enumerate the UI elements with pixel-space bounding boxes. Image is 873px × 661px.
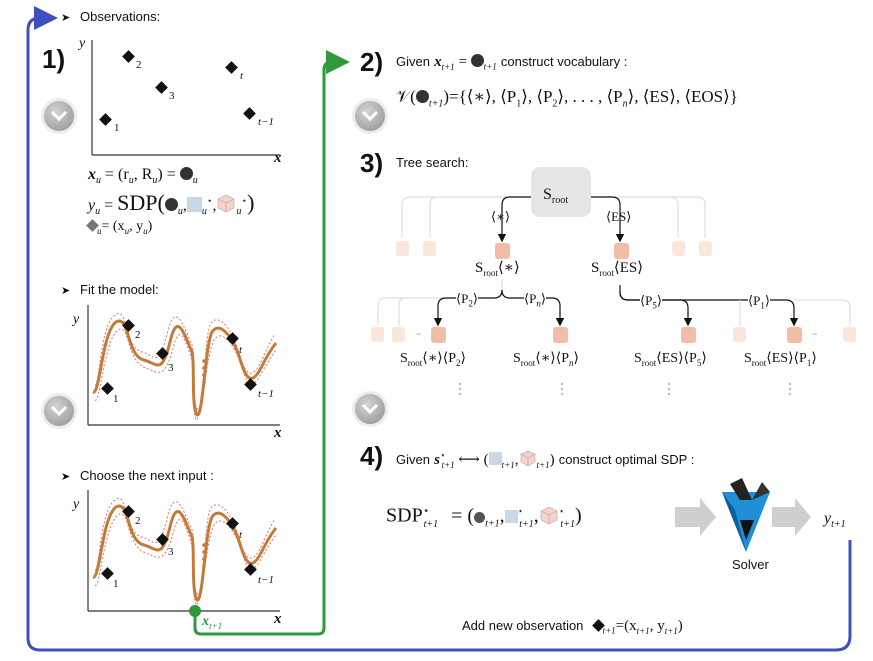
edge-label-p5: ⟨P5⟩ — [640, 293, 662, 311]
cone-cube-icon — [540, 506, 558, 524]
matrix-square-icon — [504, 509, 518, 523]
solver-output: yt+1 — [824, 510, 846, 531]
root-node-label: Sroot — [543, 186, 569, 207]
step-3-label: 3) — [360, 148, 384, 178]
root-node — [531, 167, 591, 217]
leaf-label-es-p5: Sroot⟨ES⟩⟨P5⟩ — [634, 351, 707, 368]
add-observation-statement: Add new observation t+1=(xt+1, yt+1) — [462, 618, 683, 636]
step-4-label: 4) — [360, 441, 384, 471]
chevron-right-icon: ➤ — [61, 284, 71, 297]
observations-label: Observations: — [80, 9, 161, 24]
point-label-3: 3 — [169, 90, 175, 102]
equation-xu: xu = (ru, Ru) = u — [88, 166, 198, 187]
optimal-sdp-equation: SDP⋆t+1 = (t+1,⋆t+1,⋆t+1) — [386, 504, 582, 530]
expand-chevron-button-4[interactable] — [355, 394, 385, 424]
acquisition-plot — [87, 490, 280, 617]
design-point-icon — [470, 54, 484, 67]
next-input-label: xt+1 — [202, 614, 223, 631]
plot1-x-axis-label: x — [274, 150, 282, 166]
choose-point-label-1: 1 — [113, 578, 119, 590]
solver-pipeline — [675, 478, 811, 552]
plot2-x-axis-label: x — [274, 425, 282, 441]
fit-point-label-t: t — [239, 344, 243, 356]
design-point-icon — [179, 167, 193, 180]
fit-point-label-2: 2 — [135, 329, 141, 341]
choose-input-label: Choose the next input : — [80, 468, 214, 483]
step-2-label: 2) — [360, 47, 384, 77]
dash-separator: – — [416, 327, 422, 340]
edge-label-p2: ⟨P2⟩ — [456, 291, 478, 309]
node-star — [495, 243, 510, 259]
choose-point-label-2: 2 — [135, 515, 141, 527]
dash-separator: – — [812, 327, 818, 340]
choose-point-label-t-minus-1: t−1 — [258, 574, 274, 586]
solver-label: Solver — [732, 557, 769, 572]
optimal-sdp-statement: Given s⋆t+1 ⟷ (t+1,t+1) construct optima… — [396, 450, 695, 470]
equation-observation: u= (xu, yu) — [86, 219, 152, 236]
leaf-label-star-pn: Sroot⟨∗⟩⟨Pn⟩ — [513, 351, 579, 368]
edge-label-star: ⟨∗⟩ — [491, 209, 510, 224]
cone-cube-icon — [218, 194, 235, 213]
plot2-y-axis-label: y — [73, 312, 80, 327]
expand-chevron-button-3[interactable] — [355, 101, 385, 131]
point-label-1: 1 — [114, 122, 120, 134]
observation-plot — [91, 40, 280, 156]
expand-chevron-button-2[interactable] — [44, 396, 74, 426]
fit-point-label-3: 3 — [168, 362, 174, 374]
vocabulary-statement: Given xt+1 = t+1 construct vocabulary : — [396, 54, 628, 72]
design-point-icon — [474, 511, 486, 523]
fit-point-label-t-minus-1: t−1 — [258, 388, 274, 400]
design-point-icon — [164, 198, 178, 211]
chevron-right-icon: ➤ — [61, 11, 71, 24]
search-tree — [371, 167, 856, 396]
chevron-right-icon: ➤ — [61, 470, 71, 483]
choose-point-label-3: 3 — [168, 546, 174, 558]
point-label-2: 2 — [136, 59, 142, 71]
leaf-label-es-p1: Sroot⟨ES⟩⟨P1⟩ — [744, 351, 817, 368]
node-label-es: Sroot⟨ES⟩ — [591, 260, 644, 278]
edge-label-p1: ⟨P1⟩ — [748, 293, 770, 311]
expand-chevron-button-1[interactable] — [44, 101, 74, 131]
leaf-label-star-p2: Sroot⟨∗⟩⟨P2⟩ — [400, 351, 466, 368]
choose-point-label-t: t — [239, 529, 243, 541]
next-input-loop-green — [193, 50, 350, 636]
solver-icon — [722, 478, 770, 552]
node-es — [614, 243, 629, 259]
plot3-y-axis-label: y — [73, 497, 80, 512]
plot1-y-axis-label: y — [79, 36, 86, 51]
vocabulary-equation: 𝒱(t+1)={⟨∗⟩, ⟨P1⟩, ⟨P2⟩, . . . , ⟨Pn⟩, ⟨… — [396, 87, 738, 110]
point-label-t: t — [240, 70, 244, 82]
matrix-square-icon — [488, 452, 502, 465]
plot3-x-axis-label: x — [274, 611, 282, 627]
matrix-square-icon — [186, 197, 202, 212]
equation-yu: yu = SDP(u,u⋆,u⋆) — [88, 190, 255, 218]
edge-label-pn: ⟨Pn⟩ — [524, 291, 546, 309]
edge-label-es: ⟨ES⟩ — [606, 209, 632, 224]
step-1-label: 1) — [42, 44, 66, 74]
fit-model-label: Fit the model: — [80, 282, 159, 297]
fit-plot — [87, 305, 280, 426]
node-label-star: Sroot⟨∗⟩ — [475, 260, 520, 278]
next-input-point — [189, 605, 201, 617]
point-label-t-minus-1: t−1 — [258, 116, 274, 128]
cone-cube-icon — [520, 450, 535, 467]
feedback-loop-blue — [26, 6, 852, 652]
tree-search-label: Tree search: — [396, 155, 469, 170]
fit-point-label-1: 1 — [113, 393, 119, 405]
